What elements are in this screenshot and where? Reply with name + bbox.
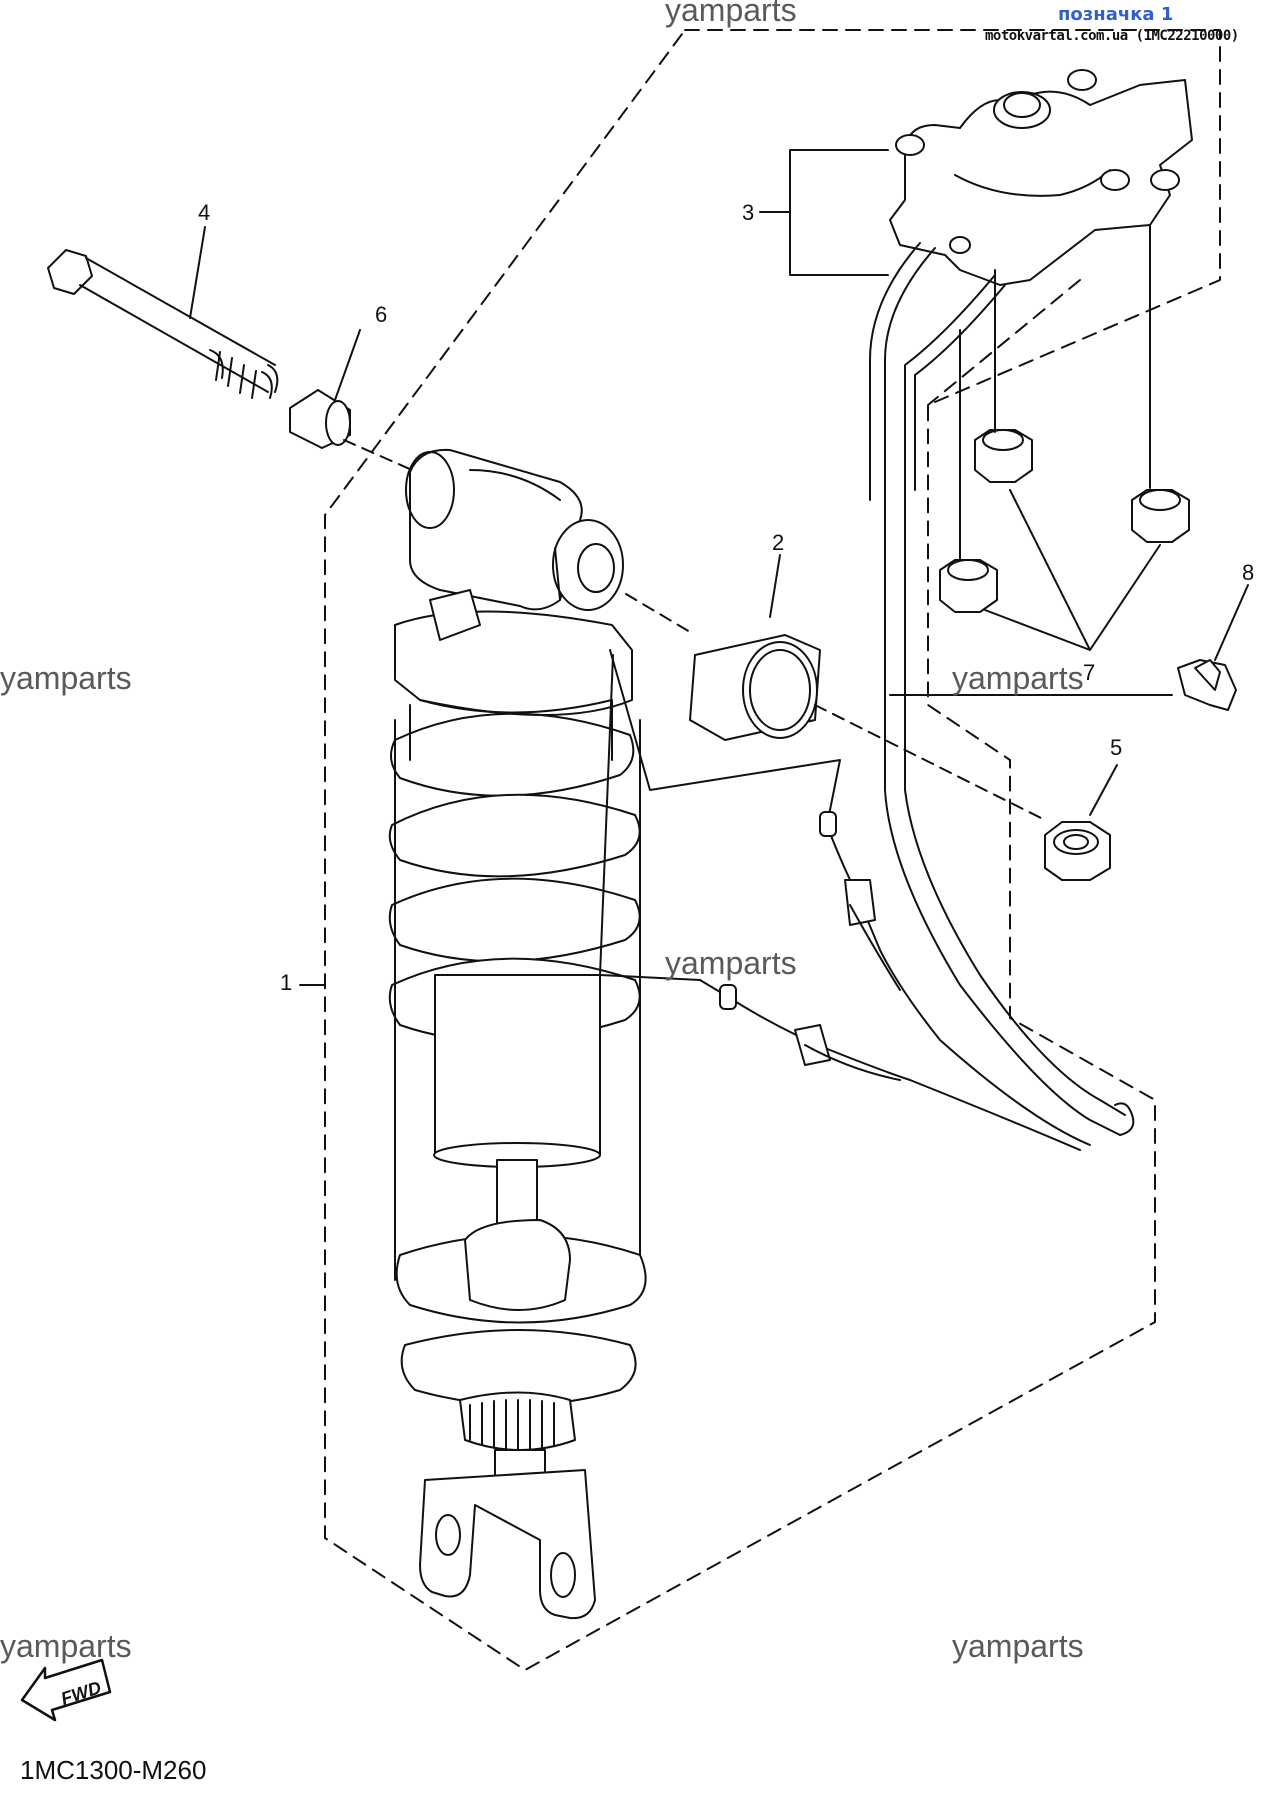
leader-6-dash [343, 439, 413, 471]
leader-6 [334, 329, 361, 401]
header-source: motokvartal.com.ua (1MC22210000) [985, 28, 1239, 44]
watermark-left-mid: yamparts [0, 660, 132, 696]
callout-2: 2 [772, 530, 785, 555]
callout-6: 6 [375, 302, 388, 327]
leader-8 [1214, 584, 1249, 661]
leader-collar-dash [625, 593, 691, 633]
fwd-arrow-icon: FWD [20, 1658, 112, 1722]
callout-8: 8 [1242, 560, 1255, 585]
leader-5 [1089, 764, 1118, 816]
shock-body [388, 589, 647, 1481]
callout-1: 1 [280, 970, 293, 995]
watermark-center: yamparts [665, 945, 797, 981]
nuts-part-7 [939, 429, 1190, 613]
watermark-right-mid: yamparts [952, 660, 1084, 696]
cables [599, 649, 1091, 1151]
clip-part-8 [1177, 659, 1237, 711]
leader-4 [189, 226, 206, 319]
callout-3: 3 [742, 200, 755, 225]
adjuster-part-3 [889, 69, 1193, 286]
collar-part-6 [289, 389, 351, 449]
bushing-part-2 [689, 634, 821, 741]
bracket-3 [759, 149, 889, 276]
callout-5: 5 [1110, 735, 1123, 760]
callout-7: 7 [1083, 660, 1096, 685]
leader-2 [769, 554, 781, 618]
leader-2-dash [814, 704, 1046, 821]
callout-4: 4 [198, 200, 211, 225]
leader-7 [984, 489, 1161, 651]
shock-clevis [419, 1469, 596, 1620]
leader-nut-lines [959, 224, 1151, 561]
header-label-link[interactable]: позначка 1 [1058, 4, 1174, 25]
watermark-top: yamparts [665, 0, 797, 28]
watermark-left-bottom: yamparts [0, 1628, 132, 1664]
assembly-boundary-sub [927, 279, 1081, 406]
shock-top-eye [405, 448, 624, 611]
assembly-boundary-main [324, 29, 1221, 1671]
bolt-part-4 [47, 249, 279, 399]
hoses [869, 242, 1135, 1136]
nut-part-5 [1044, 821, 1111, 881]
diagram-code: 1MC1300-M260 [20, 1755, 207, 1785]
watermark-right-bottom: yamparts [952, 1628, 1084, 1664]
